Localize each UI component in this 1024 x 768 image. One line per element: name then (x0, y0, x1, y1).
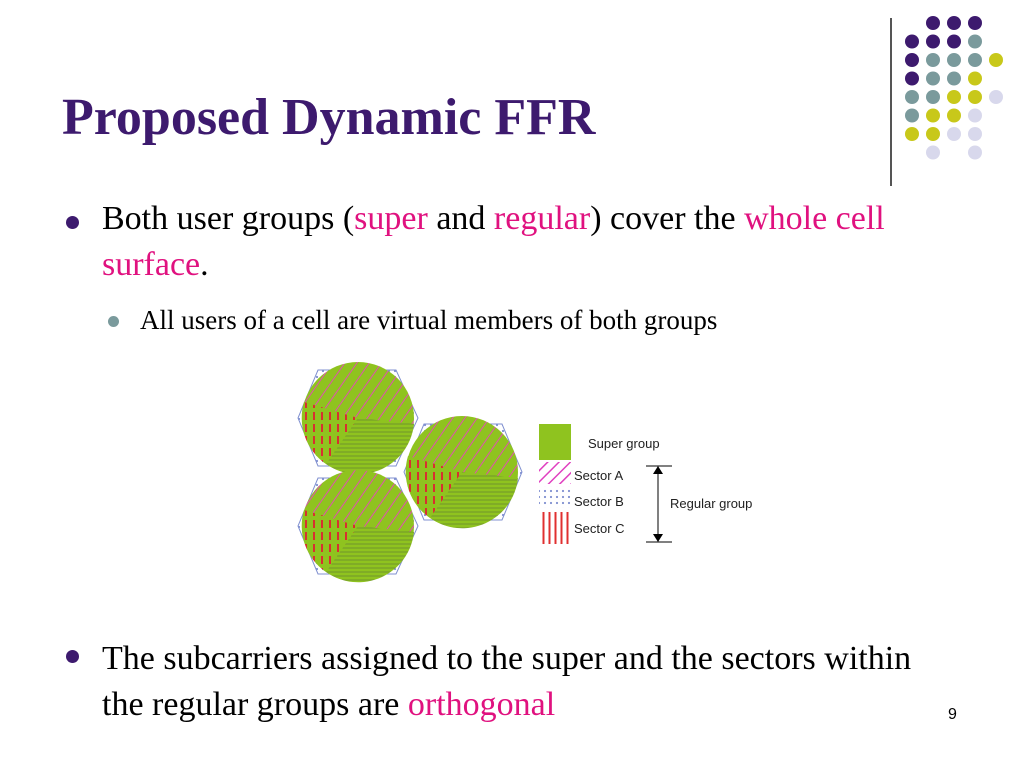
decorative-dot (926, 34, 940, 49)
decorative-dot (905, 34, 919, 49)
decorative-dot (989, 90, 1003, 104)
legend-label-sector-c: Sector C (574, 521, 625, 536)
slide-title: Proposed Dynamic FFR (62, 89, 596, 146)
decorative-dot (905, 90, 919, 104)
bullet-2: The subcarriers assigned to the super an… (102, 636, 942, 728)
decorative-dot-grid-icon (905, 16, 1003, 160)
title-divider (890, 18, 892, 186)
legend-swatch-sector-b (539, 486, 571, 508)
bullet-2-highlight-orthogonal: orthogonal (407, 686, 556, 723)
bullet-marker (66, 650, 79, 663)
legend-swatch-sector-c (539, 512, 571, 544)
decorative-dot (989, 53, 1003, 67)
decorative-dot (926, 145, 940, 160)
decorative-dot (947, 90, 961, 104)
page-number: 9 (948, 706, 957, 723)
decorative-dot (905, 71, 919, 86)
sub-bullet: All users of a cell are virtual members … (140, 305, 718, 335)
decorative-dot (968, 108, 982, 123)
decorative-dot (968, 53, 982, 67)
decorative-dot (926, 90, 940, 104)
cell-1 (297, 362, 419, 475)
decorative-dot (926, 71, 940, 86)
decorative-dot (968, 16, 982, 30)
decorative-dot (947, 108, 961, 123)
cell-2 (403, 416, 523, 529)
arrow-up-icon (653, 466, 663, 474)
cell-3 (297, 470, 419, 583)
decorative-dot (905, 53, 919, 67)
decorative-dot (968, 145, 982, 160)
bullet-1-text-d: . (200, 246, 209, 283)
bullet-1-highlight-super: super (354, 200, 428, 237)
arrow-down-icon (653, 534, 663, 542)
bullet-1-text-c: ) cover the (590, 200, 745, 237)
decorative-dot (905, 127, 919, 141)
decorative-dot (947, 71, 961, 86)
legend-swatch-sector-a (539, 462, 571, 484)
bullet-1-text-b: and (427, 200, 494, 237)
decorative-dot (947, 53, 961, 67)
bullet-1: Both user groups (super and regular) cov… (102, 196, 922, 288)
bullet-2-text: The subcarriers assigned to the super an… (102, 640, 912, 723)
decorative-dot (926, 108, 940, 123)
decorative-dot (968, 90, 982, 104)
decorative-dot (947, 16, 961, 30)
bullet-1-highlight-regular: regular (493, 200, 591, 237)
decorative-dot (947, 127, 961, 141)
legend-label-sector-a: Sector A (574, 468, 623, 483)
decorative-dot (968, 71, 982, 86)
decorative-dot (926, 53, 940, 67)
decorative-dot (947, 34, 961, 49)
decorative-dot (905, 108, 919, 123)
decorative-dot (968, 127, 982, 141)
bullet-marker (66, 216, 79, 229)
legend-label-sector-b: Sector B (574, 494, 624, 509)
figure-legend: Super group Sector A Sector B Sector C R… (539, 424, 752, 544)
decorative-dot (968, 34, 982, 49)
dynamic-ffr-figure: Super group Sector A Sector B Sector C R… (297, 362, 752, 583)
legend-swatch-super (539, 424, 571, 460)
bullet-1-highlight-surface: whole cell surface (102, 200, 885, 283)
decorative-dot (926, 127, 940, 141)
bullet-1-text-a: Both user groups ( (102, 200, 355, 237)
legend-label-regular: Regular group (670, 496, 752, 511)
decorative-dot (926, 16, 940, 30)
sub-bullet-marker (108, 316, 119, 327)
legend-label-super: Super group (588, 436, 660, 451)
